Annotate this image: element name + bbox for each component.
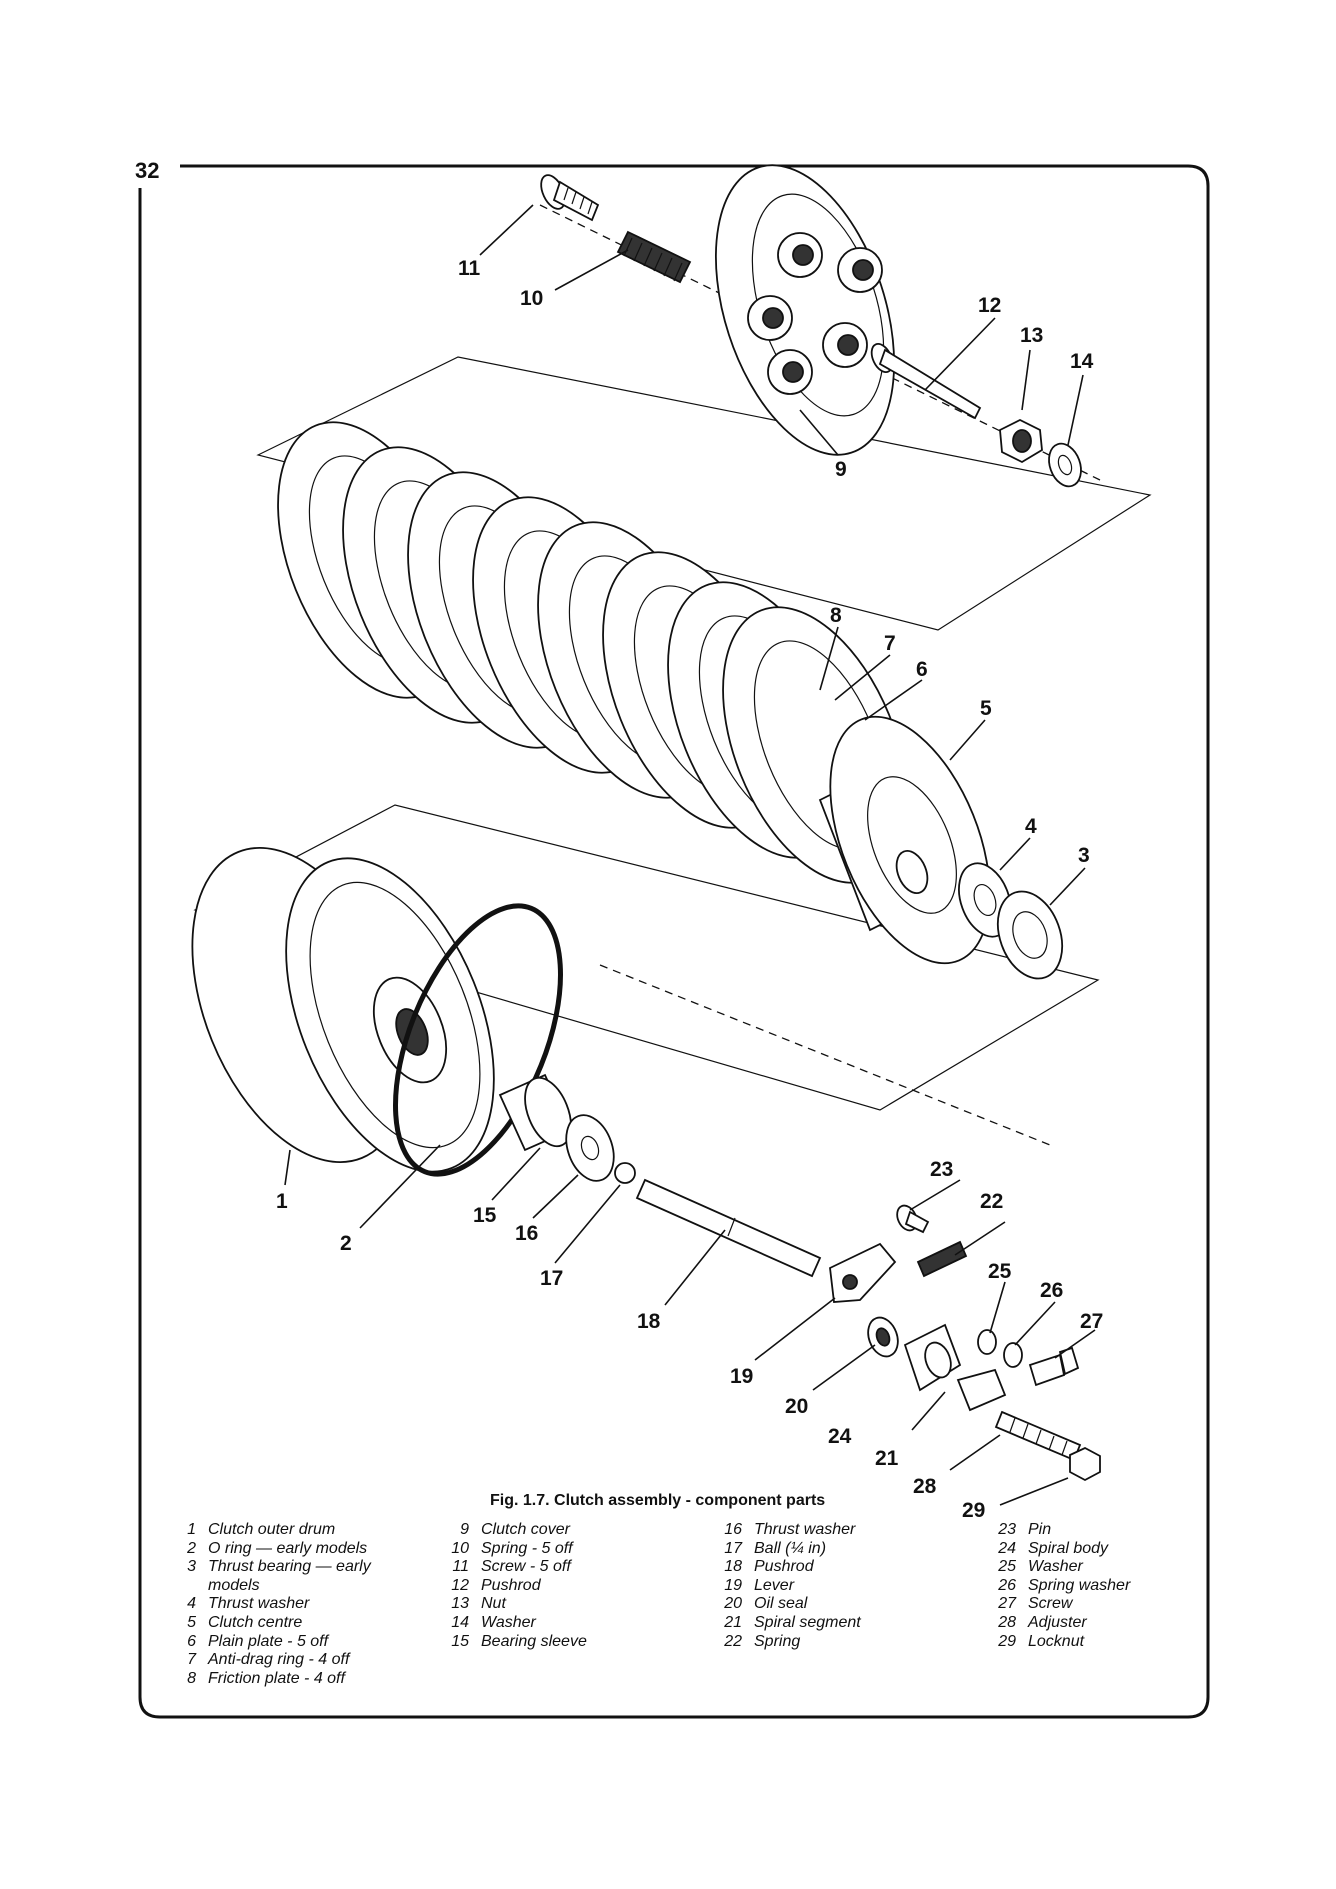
callout-21: 21 [875, 1447, 899, 1470]
part-spring [616, 230, 692, 284]
callout-17: 17 [540, 1267, 563, 1290]
callout-1: 1 [276, 1190, 288, 1213]
part-adjuster [994, 1410, 1082, 1462]
part-spiral-body [903, 1323, 962, 1392]
part-thrust-washer-lower [565, 1114, 615, 1182]
callout-19: 19 [730, 1365, 753, 1388]
callout-15: 15 [473, 1204, 497, 1227]
callout-18: 18 [637, 1310, 661, 1333]
callout-22: 22 [980, 1190, 1003, 1213]
part-clutch-cover [715, 164, 895, 456]
callout-11: 11 [458, 257, 481, 280]
callout-24: 24 [828, 1425, 852, 1448]
part-thrust-bearing [996, 890, 1064, 980]
callout-27: 27 [1080, 1310, 1103, 1333]
part-plate-stack [277, 421, 908, 884]
part-oil-seal [867, 1316, 899, 1358]
figure-caption: Fig. 1.7. Clutch assembly - component pa… [490, 1492, 826, 1509]
part-screw [540, 174, 600, 222]
part-locknut [1069, 1446, 1101, 1482]
part-ball [614, 1162, 636, 1184]
callout-13: 13 [1020, 324, 1043, 347]
part-spiral-segment [956, 1368, 1007, 1412]
callout-14: 14 [1070, 350, 1094, 373]
callout-3: 3 [1078, 844, 1090, 867]
callout-9: 9 [835, 458, 847, 481]
callout-29: 29 [962, 1499, 985, 1522]
callout-28: 28 [913, 1475, 937, 1498]
part-clutch-centre [818, 715, 991, 965]
callout-26: 26 [1040, 1279, 1063, 1302]
part-clutch-outer-drum [191, 847, 495, 1173]
part-screw-lower [1028, 1346, 1080, 1387]
part-pin [896, 1204, 930, 1234]
callout-16: 16 [515, 1222, 538, 1245]
part-nut [999, 418, 1043, 464]
callout-23: 23 [930, 1158, 953, 1181]
part-bearing-sleeve [498, 1073, 572, 1152]
callout-10: 10 [520, 287, 543, 310]
part-o-ring [393, 903, 563, 1177]
part-washer-top [1048, 442, 1082, 488]
callout-6: 6 [916, 658, 928, 681]
guide-panels [193, 356, 1152, 1111]
callout-20: 20 [785, 1395, 808, 1418]
part-spring-lower [916, 1240, 968, 1278]
part-pushrod-lower [635, 1178, 822, 1278]
page-number: 32 [135, 158, 160, 183]
callout-2: 2 [340, 1232, 352, 1255]
callout-25: 25 [988, 1260, 1012, 1283]
callout-7: 7 [884, 632, 896, 655]
part-washer-lower [977, 1329, 997, 1355]
legend-item-continuation: models [208, 1576, 260, 1594]
leader-lines [284, 204, 1096, 1506]
callout-4: 4 [1025, 815, 1037, 838]
callout-5: 5 [980, 697, 992, 720]
part-spring-washer [1003, 1342, 1023, 1368]
callout-8: 8 [830, 604, 842, 627]
callout-12: 12 [978, 294, 1001, 317]
part-lever [829, 1242, 897, 1303]
callout-labels: 11 10 9 12 13 14 8 7 6 5 4 3 1 2 15 16 1… [276, 257, 1103, 1522]
